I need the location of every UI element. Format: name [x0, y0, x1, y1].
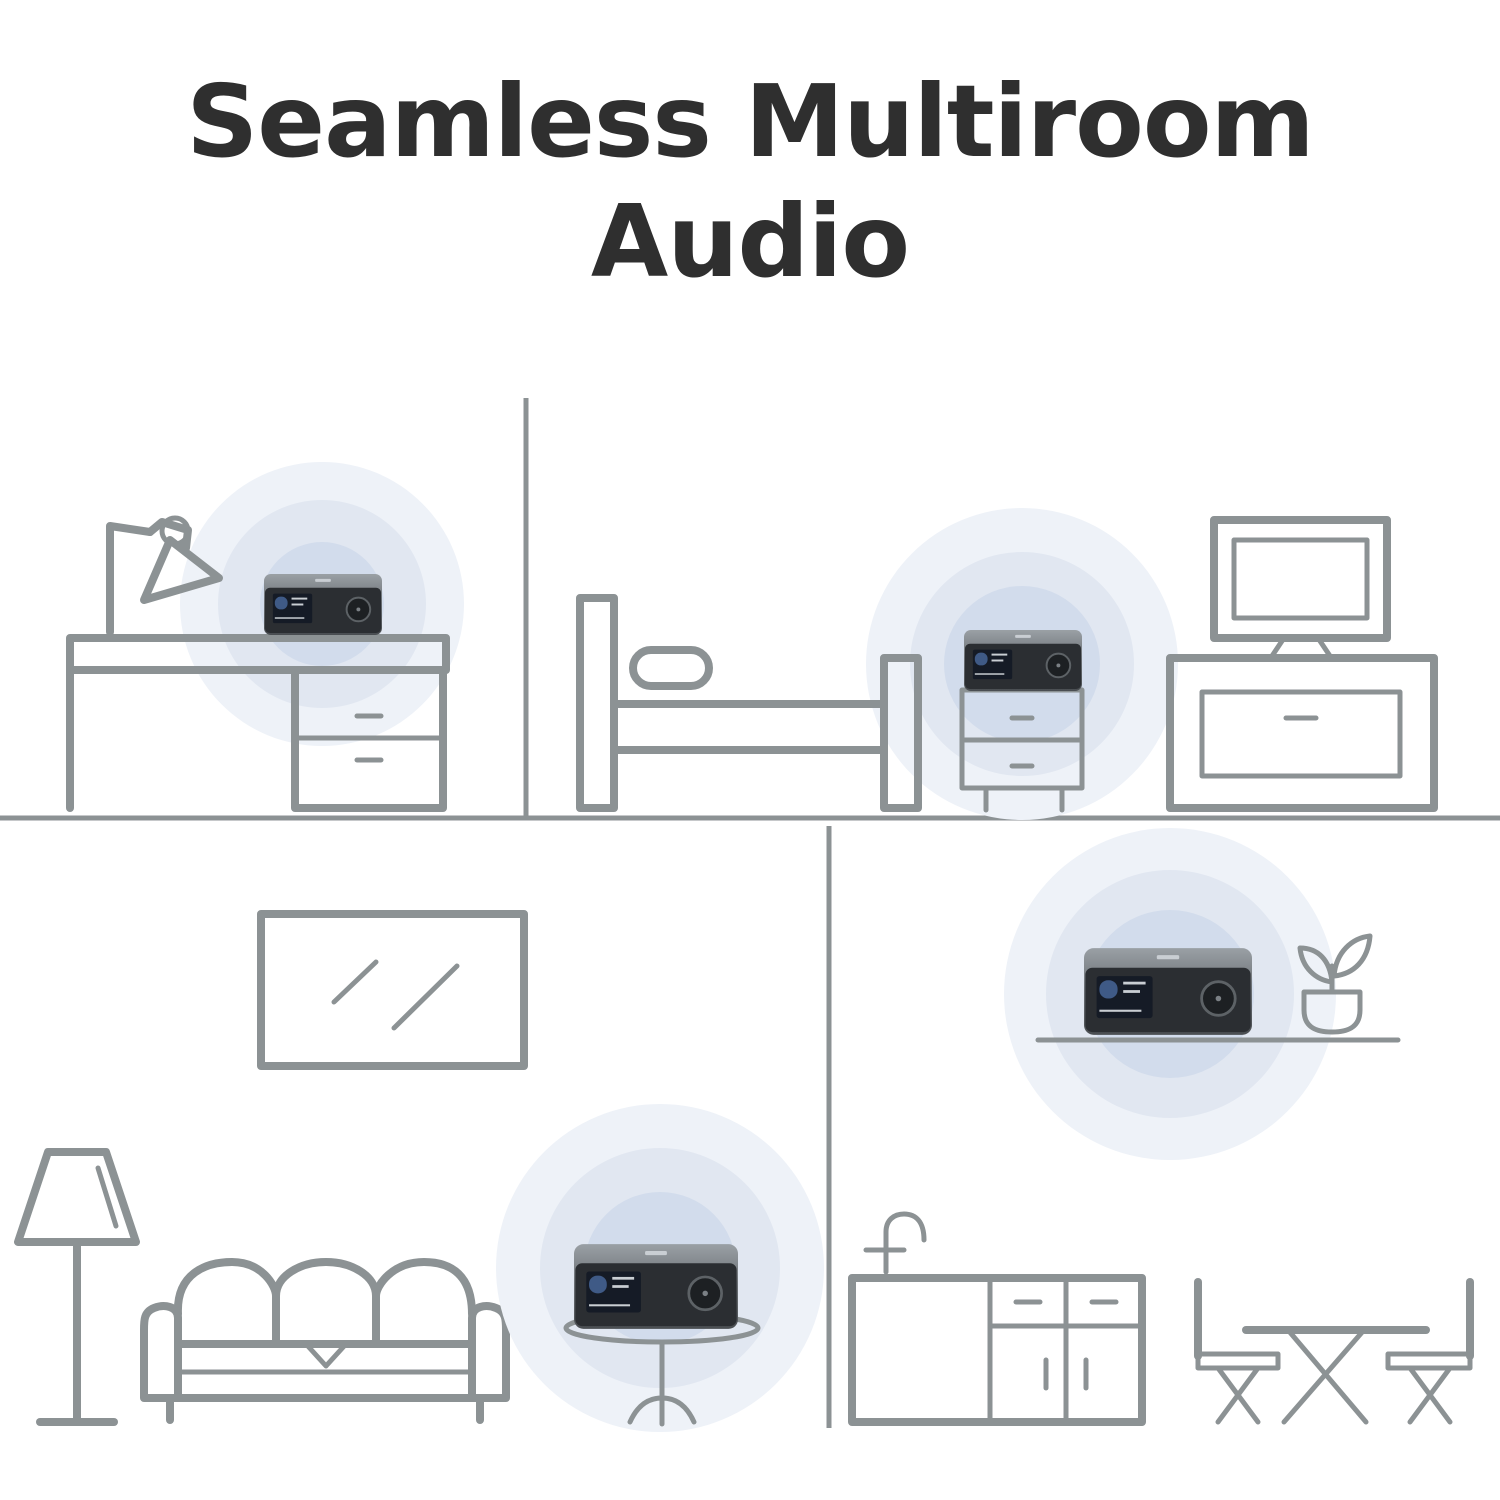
floor-lamp-icon: [14, 1148, 140, 1426]
room-kitchen: [848, 828, 1474, 1426]
picture-frame-icon: [257, 910, 528, 1070]
headline-line-2: Audio: [590, 183, 910, 300]
audio-streamer-icon: [574, 1244, 738, 1329]
kitchen-counter-icon: [848, 1274, 1146, 1426]
audio-streamer-icon: [964, 630, 1082, 691]
bed-icon: [576, 594, 922, 812]
sofa-icon: [140, 1258, 510, 1424]
desk-lamp-icon: [106, 515, 223, 636]
audio-streamer-icon: [1084, 948, 1252, 1035]
room-bedroom: [576, 508, 1438, 820]
plant-icon: [1297, 933, 1373, 1035]
dining-set-icon: [1194, 1278, 1474, 1425]
tv-icon: [1210, 516, 1391, 659]
headline: Seamless Multiroom Audio: [0, 62, 1500, 302]
room-dividers: [0, 398, 1500, 1428]
headline-line-1: Seamless Multiroom: [186, 63, 1314, 180]
tv-stand-icon: [1166, 654, 1438, 812]
room-living: [14, 910, 824, 1432]
desk-icon: [66, 634, 450, 812]
faucet-icon: [863, 1211, 927, 1275]
room-office: [66, 462, 464, 812]
audio-streamer-icon: [264, 574, 382, 635]
